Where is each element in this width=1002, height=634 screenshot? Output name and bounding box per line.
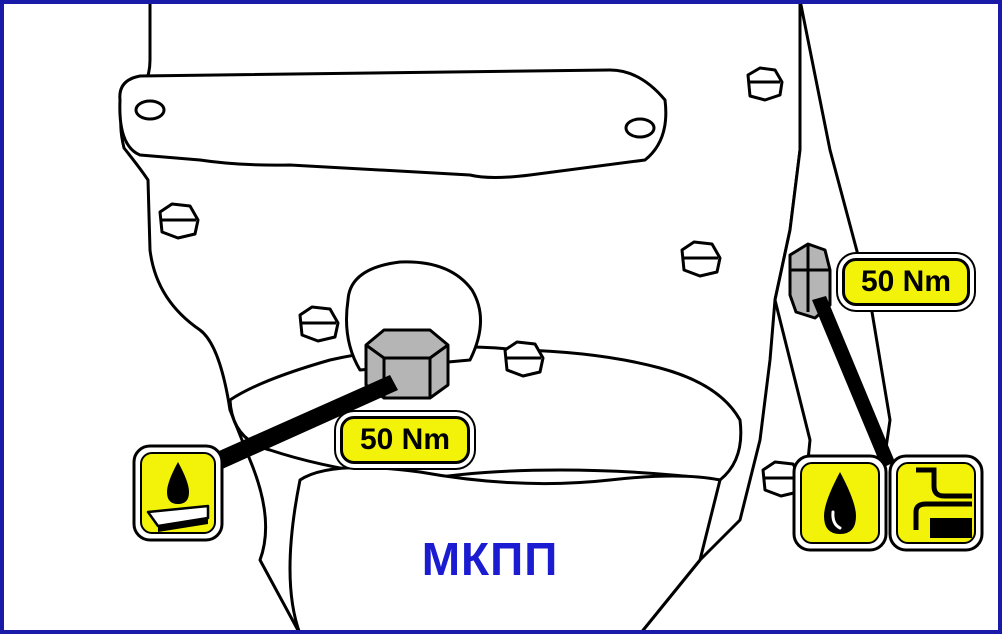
bolt-top-right [746, 66, 784, 102]
top-flange [118, 68, 668, 179]
bolt-mid-right [680, 240, 722, 278]
diagram-caption: МКПП [421, 533, 559, 585]
oil-level-icon [888, 454, 984, 552]
bolt-lower-mid [503, 340, 545, 378]
bolt-left [158, 202, 200, 240]
flange-hole-right [624, 117, 656, 139]
flange-hole-left [134, 99, 166, 121]
rear-housing [288, 466, 722, 634]
bolt-lower-left [298, 305, 340, 343]
drain-plug-torque-label: 50 Nm [340, 416, 470, 464]
fill-pointer [812, 296, 895, 468]
oil-drop-icon [792, 454, 888, 552]
oil-drain-plug-icon [132, 444, 224, 542]
drain-pointer [210, 375, 398, 470]
filler-plug-torque-label: 50 Nm [842, 258, 970, 306]
